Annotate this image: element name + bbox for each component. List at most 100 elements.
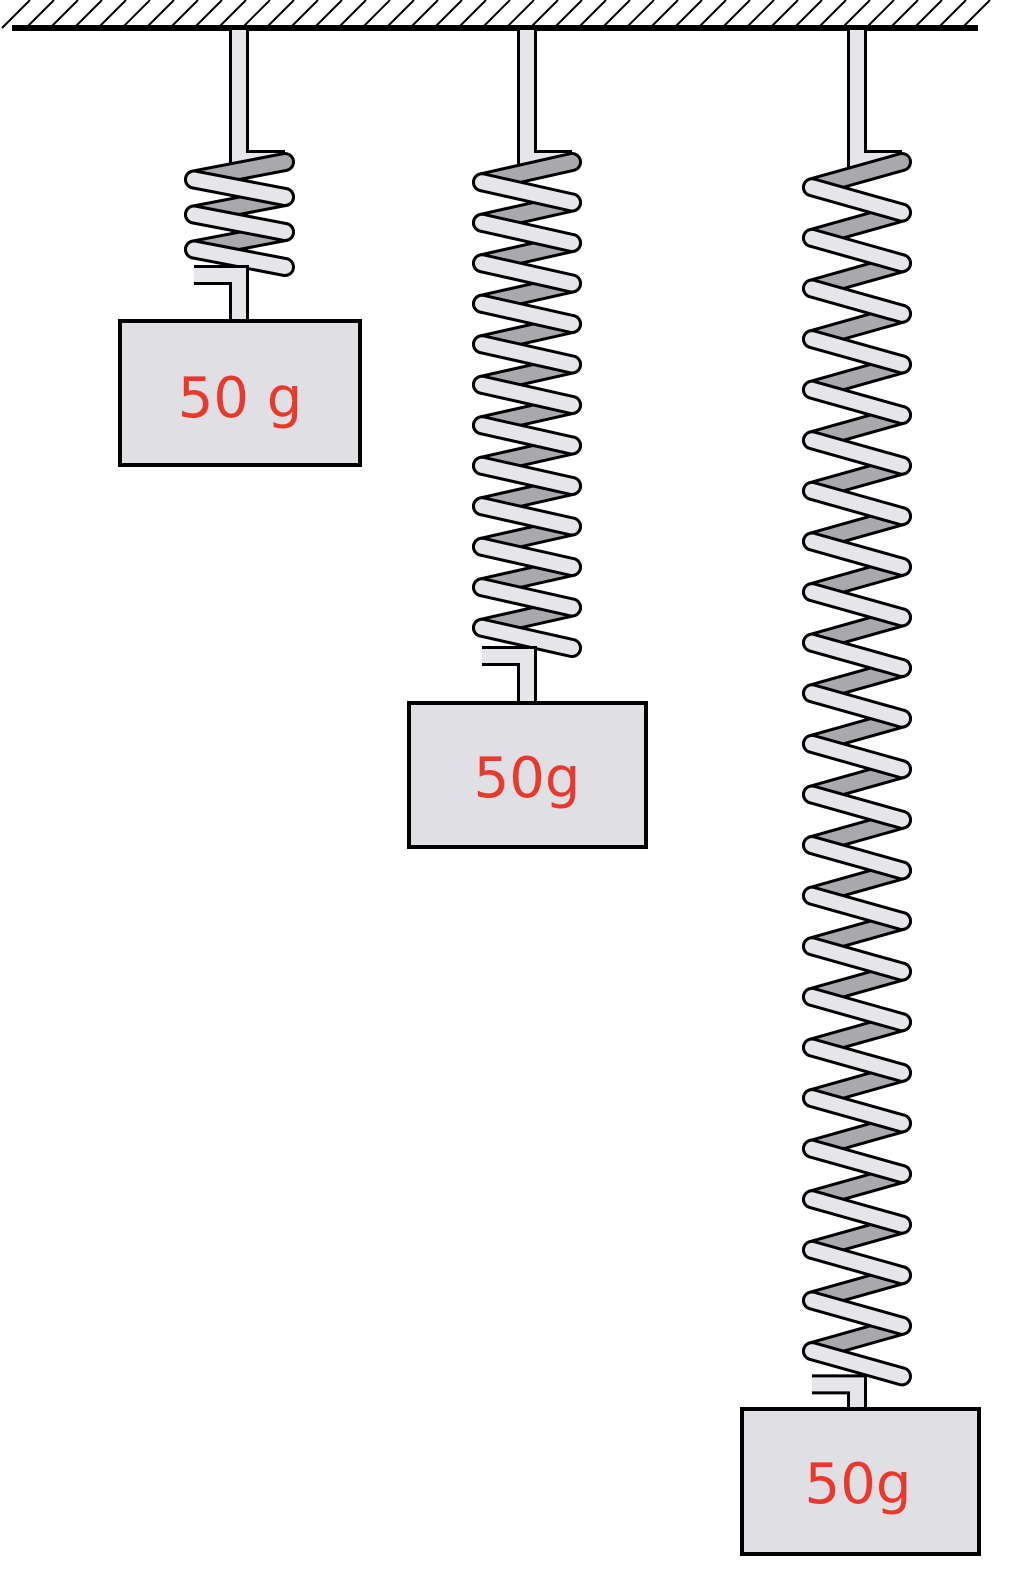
hatch-mark [193, 0, 223, 29]
hatch-mark [217, 0, 247, 29]
mass-label-1: 50 g [178, 366, 303, 431]
hatch-mark [649, 0, 679, 29]
coil-front-strand [475, 256, 579, 291]
mass-label-3: 50g [805, 1452, 912, 1517]
coil-front-strand [187, 172, 292, 204]
spring-3 [802, 30, 912, 1409]
hatch-mark [385, 0, 415, 29]
coil-front-strand [475, 296, 579, 331]
hatch-mark [313, 0, 343, 29]
hatch-mark [817, 0, 847, 29]
hatch-mark [889, 0, 919, 29]
coil-front-strand [805, 787, 909, 827]
coil-front-strand [805, 332, 909, 372]
spring-bottom-rod [812, 1377, 864, 1409]
coil-front-strand [805, 1091, 909, 1131]
mass-block-1: 50 g [118, 319, 362, 467]
coil-front-strand [805, 534, 909, 574]
ceiling [1, 0, 991, 31]
hatch-mark [49, 0, 79, 29]
coil-front-strand [805, 433, 909, 473]
coil-front-strand [805, 483, 909, 524]
mass-block-2: 50g [407, 701, 648, 849]
hatch-mark [241, 0, 271, 29]
hatch-mark [529, 0, 559, 29]
hatch-mark [337, 0, 367, 29]
mass-block-1-box [118, 319, 362, 467]
hatch-mark [673, 0, 703, 29]
hatch-mark [169, 0, 199, 29]
hatch-mark [841, 0, 871, 29]
hatch-mark [601, 0, 631, 29]
hatch-mark [577, 0, 607, 29]
spring-assembly-1: 50 g [118, 30, 362, 467]
hatch-mark [97, 0, 127, 29]
hatch-mark [145, 0, 175, 29]
spring-assembly-2: 50g [407, 30, 648, 849]
coil-front-strand [475, 418, 579, 453]
coil-front-strand [805, 1192, 909, 1232]
hatch-mark [265, 0, 295, 29]
hatch-mark [361, 0, 391, 29]
hatch-mark [553, 0, 583, 29]
coil-front-strand [805, 888, 909, 928]
spring-assembly-3: 50g [740, 30, 981, 1556]
coil-front-strand [805, 939, 909, 979]
coil-front-strand [475, 377, 579, 412]
hatch-mark [913, 0, 943, 29]
coil-front-strand [187, 242, 292, 274]
ceiling-hatching [1, 0, 991, 29]
hatch-mark [409, 0, 439, 29]
hatch-mark [625, 0, 655, 29]
hatch-mark [25, 0, 55, 29]
coil-front-strand [805, 382, 909, 422]
coil-front-strand [805, 635, 909, 675]
coil-front-strand [805, 180, 909, 220]
coil-front-strand [805, 989, 909, 1030]
coil-front-strand [475, 337, 579, 372]
hatch-mark [505, 0, 535, 29]
hatch-mark [457, 0, 487, 29]
coil-front-strand [805, 838, 909, 878]
mass-label-2: 50g [474, 746, 581, 811]
mass-block-2-box [407, 701, 648, 849]
hatch-mark [865, 0, 895, 29]
hatch-mark [289, 0, 319, 29]
spring-bottom-rod [482, 649, 534, 703]
coil-front-strand [805, 1141, 909, 1181]
spring-2 [472, 30, 582, 703]
hatch-mark [697, 0, 727, 29]
hatch-mark [433, 0, 463, 29]
hatch-mark [73, 0, 103, 29]
hatch-mark [121, 0, 151, 29]
coil-front-strand [187, 207, 292, 239]
coil-front-strand [805, 736, 909, 777]
coil-front-strand [805, 1293, 909, 1333]
hatch-mark [793, 0, 823, 29]
coil-front-strand [475, 499, 579, 534]
coil-front-strand [475, 175, 579, 210]
coil-front-strand [475, 215, 579, 250]
coil-front-strand [475, 580, 579, 615]
spring-1 [184, 30, 295, 321]
hatch-mark [961, 0, 991, 29]
coil-front-strand [805, 686, 909, 726]
coil-front-strand [805, 585, 909, 625]
coil-front-strand [475, 539, 579, 574]
coil-front-strand [805, 230, 909, 271]
hatch-mark [937, 0, 967, 29]
coil-front-strand [475, 458, 579, 493]
spring-bottom-rod [194, 268, 246, 321]
coil-front-strand [805, 281, 909, 321]
hatch-mark [721, 0, 751, 29]
mass-block-3: 50g [740, 1407, 981, 1556]
hatch-mark [481, 0, 511, 29]
hatch-mark [745, 0, 775, 29]
mass-block-3-box [740, 1407, 981, 1556]
hatch-mark [1, 0, 31, 29]
coil-front-strand [805, 1242, 909, 1283]
coil-front-strand [805, 1040, 909, 1080]
hatch-mark [769, 0, 799, 29]
coil-front-strand [805, 1344, 909, 1384]
